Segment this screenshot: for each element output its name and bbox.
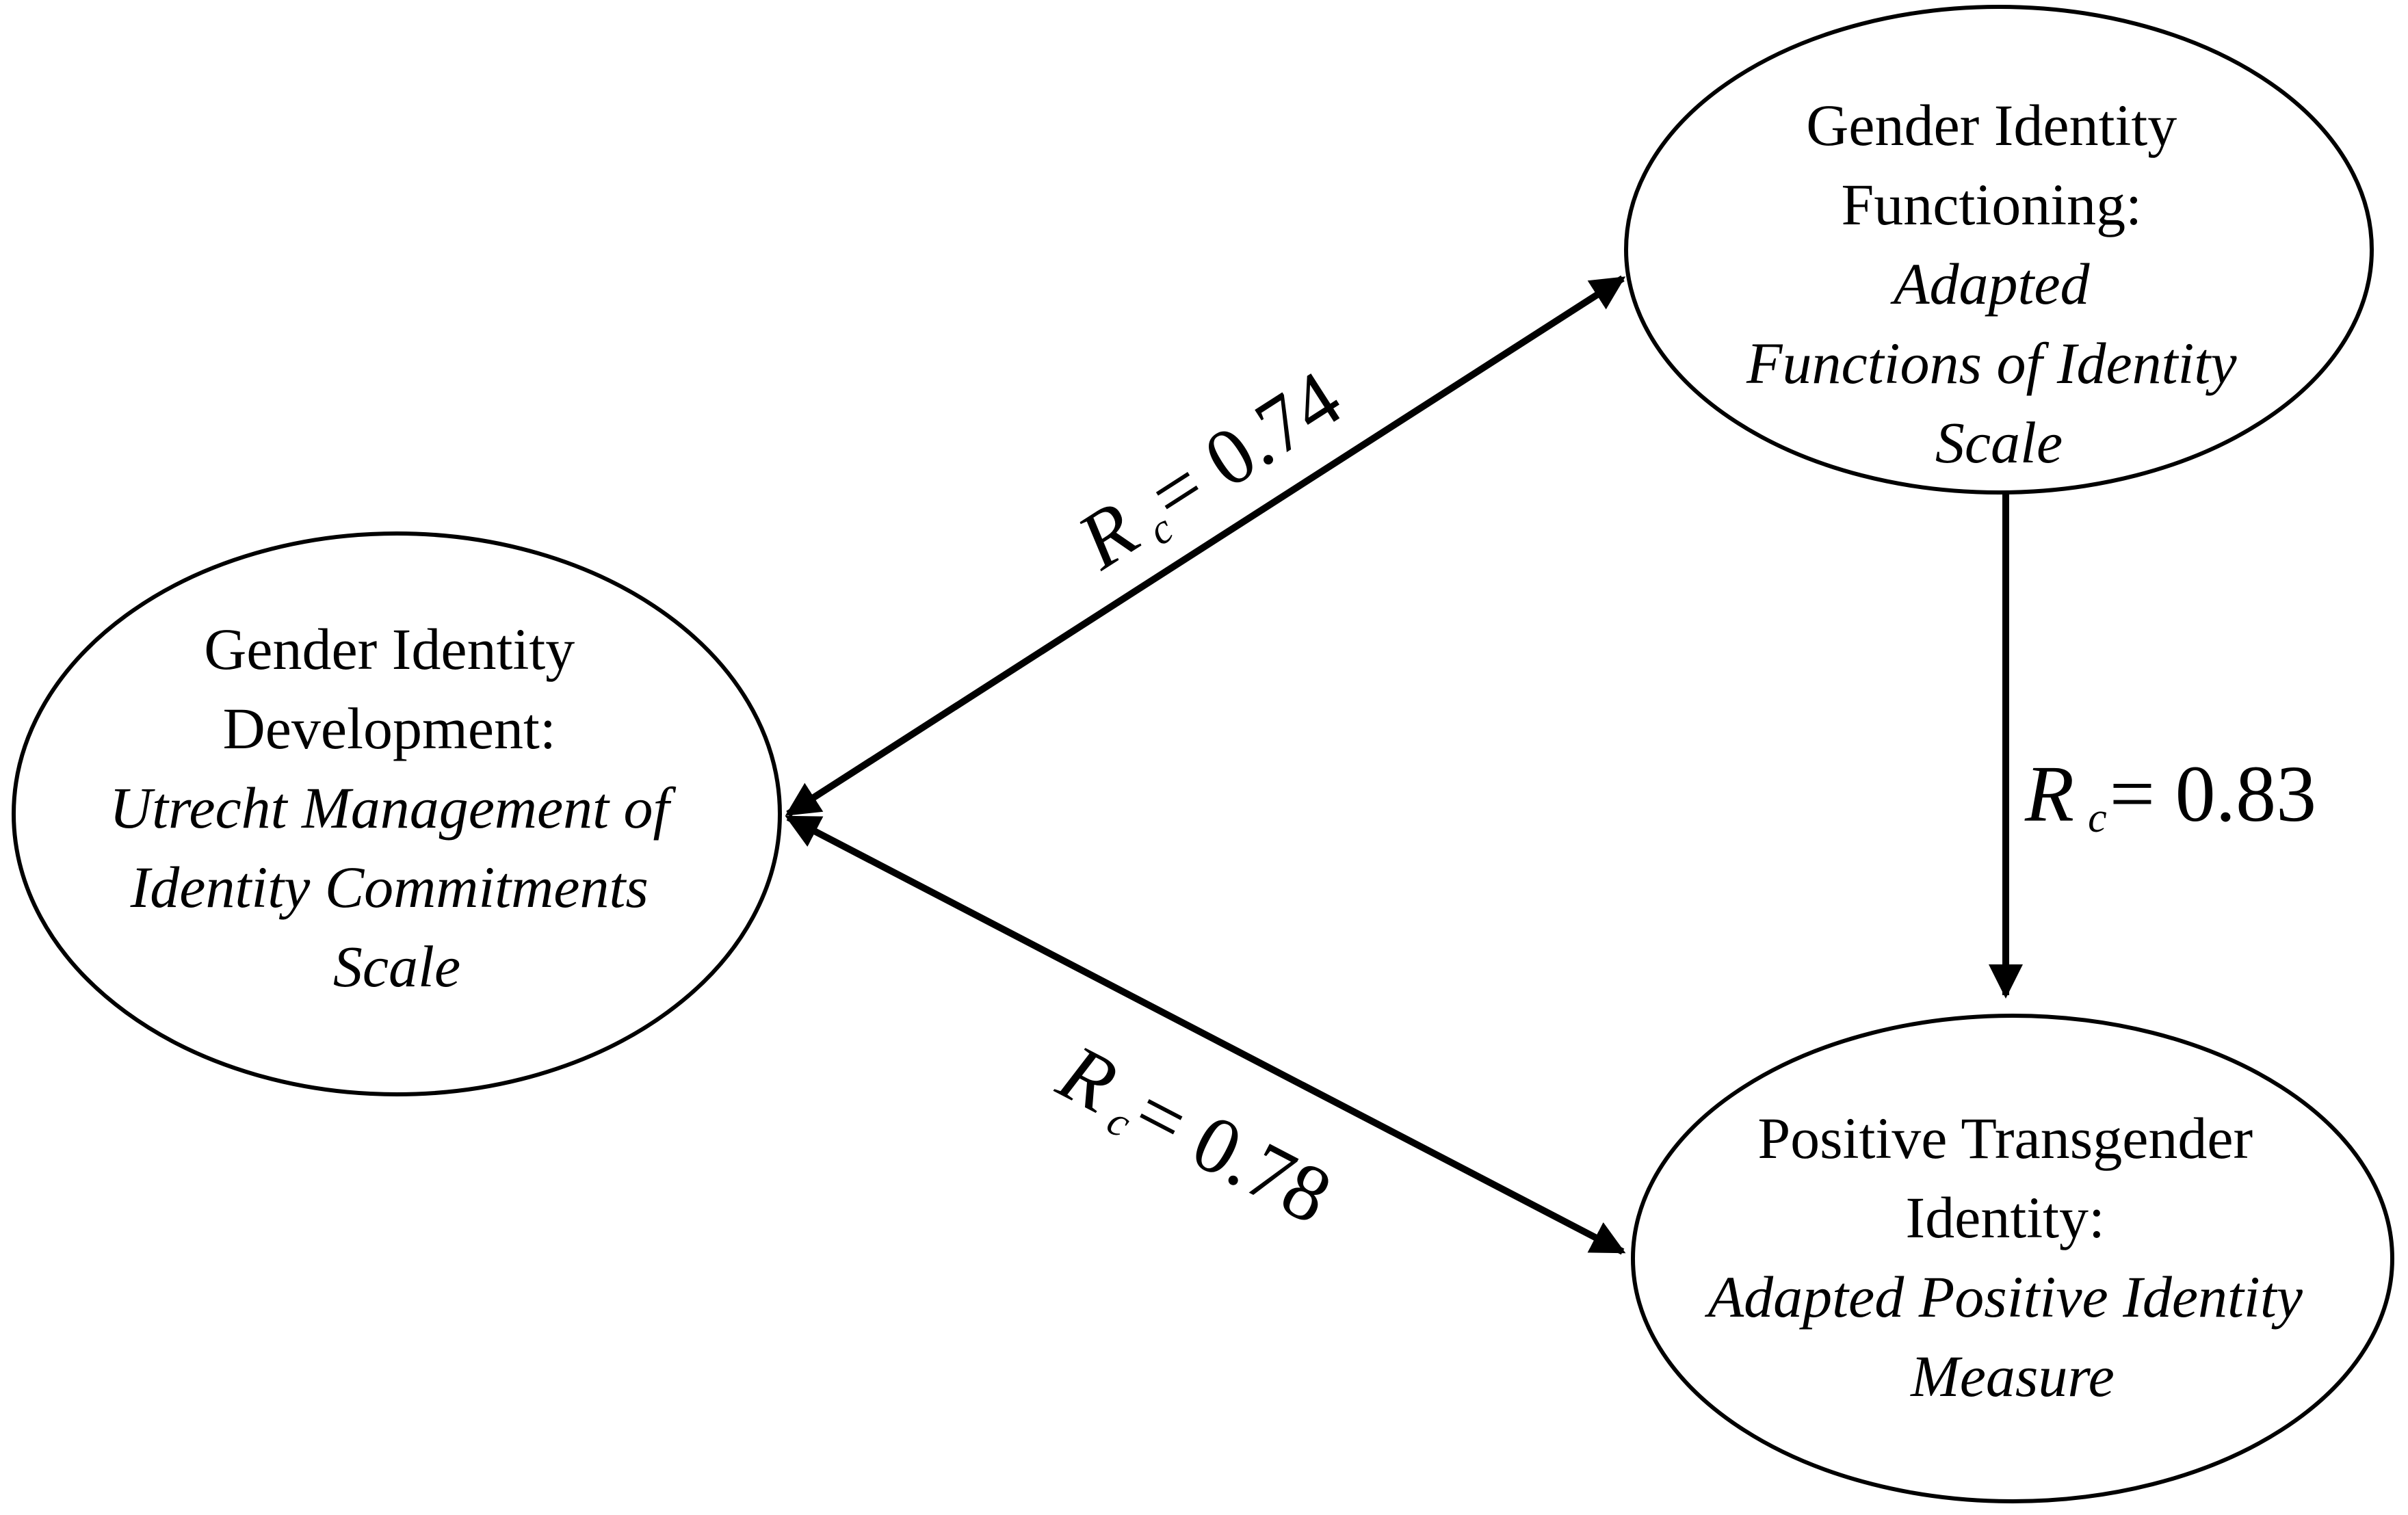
node-functioning-line-3: Adapted [1890,251,2091,317]
node-functioning-line-2: Functioning: [1841,172,2142,237]
node-development-ellipse [12,531,782,1096]
edge-label-functioning-positive-subscript: c [2088,795,2107,841]
node-positive-ellipse [1631,1014,2394,1503]
node-positive-line-4: Measure [1909,1343,2115,1409]
edge-label-functioning-positive-value: = 0.83 [2110,749,2317,839]
node-development-line-3: Utrecht Management of [109,775,676,841]
node-functioning-line-1: Gender Identity [1806,92,2177,158]
edge-label-functioning-positive-symbol: R [2024,749,2074,839]
edge-label-development-functioning-value: = 0.74 [1134,353,1356,540]
node-development-line-4: Identity Commitments [130,854,649,920]
node-positive-line-2: Identity: [1906,1185,2105,1250]
node-functioning-ellipse [1624,5,2374,495]
edge-label-functioning-positive: R c = 0.83 [2024,749,2316,841]
edge-development-functioning [785,275,1626,817]
node-functioning-line-4: Functions of Identity [1746,330,2237,396]
node-positive: Positive Transgender Identity: Adapted P… [1631,1014,2394,1503]
edge-label-development-functioning: R c = 0.74 [1062,353,1357,588]
node-functioning: Gender Identity Functioning: Adapted Fun… [1624,5,2374,495]
node-development-label: Gender Identity Development: Utrecht Man… [109,616,684,999]
node-positive-line-3: Adapted Positive Identity [1705,1264,2303,1330]
node-development-line-1: Gender Identity [204,616,575,682]
node-positive-label: Positive Transgender Identity: Adapted P… [1705,1105,2318,1409]
node-development: Gender Identity Development: Utrecht Man… [12,531,782,1096]
node-functioning-line-5: Scale [1935,410,2063,475]
node-development-line-5: Scale [333,934,460,999]
node-positive-line-1: Positive Transgender [1757,1105,2253,1171]
edge-development-positive [785,814,1626,1255]
edge-label-development-functioning-symbol: R [1062,484,1152,587]
edge-label-development-positive: R c = 0.78 [1043,1027,1345,1243]
node-functioning-label: Gender Identity Functioning: Adapted Fun… [1746,92,2251,475]
node-development-line-2: Development: [223,696,556,761]
